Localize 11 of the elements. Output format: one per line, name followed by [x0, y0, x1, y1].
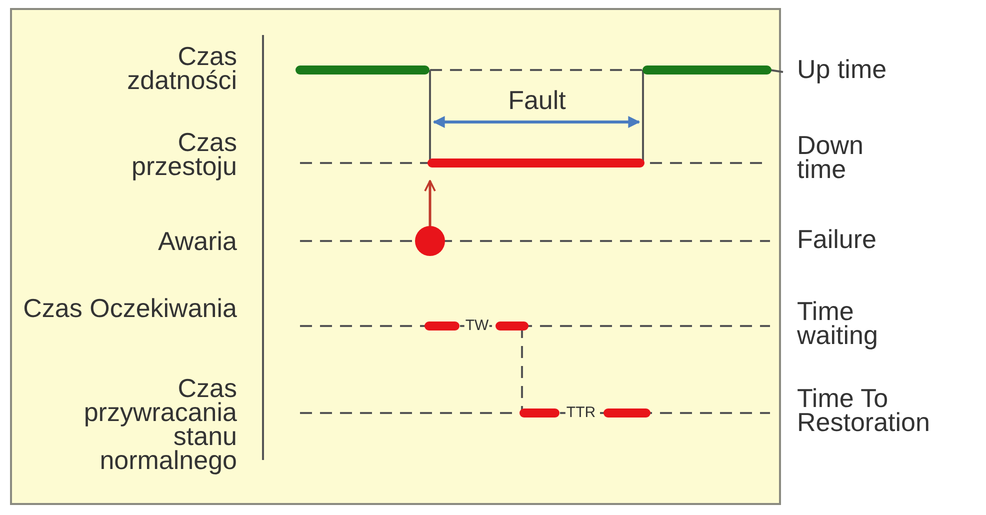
signal-label: Time waiting	[797, 299, 879, 347]
signal-label: Time To Restoration	[797, 386, 931, 434]
signal-label: Failure	[797, 227, 876, 251]
row-label: Czas przywracania stanu normalnego	[82, 376, 237, 472]
row-label: Czas przestoju	[130, 130, 237, 178]
row-label: Czas zdatności	[126, 44, 237, 92]
signal-label: Down time	[797, 133, 864, 181]
row-label: Awaria	[158, 229, 237, 253]
signal-label: Up time	[797, 57, 887, 81]
row-label: Czas Oczekiwania	[23, 296, 237, 320]
interval-label: Fault	[507, 88, 567, 112]
